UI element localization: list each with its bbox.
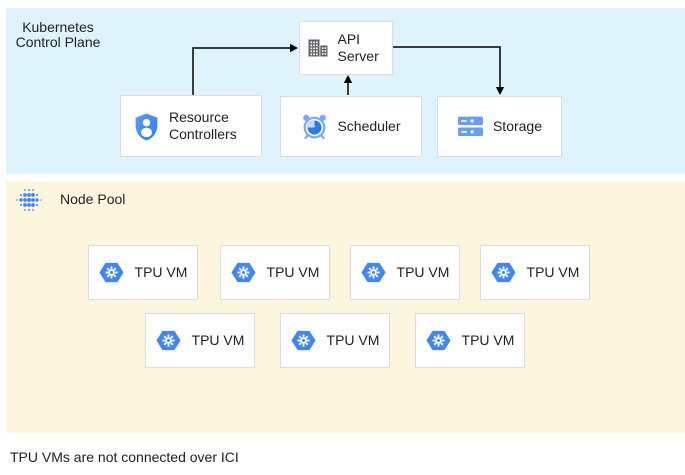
node-tpu-vm: TPU VM — [280, 313, 390, 368]
node-api-server: API Server — [299, 21, 393, 75]
storage-label: Storage — [492, 118, 543, 134]
node-tpu-vm: TPU VM — [415, 313, 525, 368]
tpu-vm-label: TPU VM — [191, 332, 245, 348]
building-icon — [307, 37, 329, 59]
tpu-hexagon-icon — [490, 261, 516, 284]
tpu-hexagon-icon — [425, 329, 451, 352]
api-server-label: API Server — [337, 31, 379, 64]
node-tpu-vm: TPU VM — [480, 245, 590, 300]
tpu-hexagon-icon — [290, 329, 316, 352]
tpu-vm-label: TPU VM — [526, 264, 580, 280]
node-tpu-vm: TPU VM — [88, 245, 198, 300]
tpu-hexagon-icon — [230, 261, 256, 284]
node-pool-region — [6, 181, 685, 433]
node-storage: Storage — [437, 96, 562, 157]
node-scheduler: Scheduler — [280, 96, 422, 157]
node-pool-label: Node Pool — [60, 191, 126, 207]
tpu-vm-label: TPU VM — [266, 264, 320, 280]
tpu-vm-label: TPU VM — [396, 264, 450, 280]
tpu-hexagon-icon — [98, 261, 124, 284]
tpu-hexagon-icon — [155, 329, 181, 352]
node-tpu-vm: TPU VM — [220, 245, 330, 300]
tpu-vm-label: TPU VM — [134, 264, 188, 280]
resource-controllers-label: Resource Controllers — [169, 109, 237, 142]
node-tpu-vm: TPU VM — [145, 313, 255, 368]
alarm-clock-icon — [301, 113, 328, 140]
tpu-vm-label: TPU VM — [326, 332, 380, 348]
diagram-caption: TPU VMs are not connected over ICI — [10, 449, 239, 465]
shield-user-icon — [133, 112, 160, 141]
node-tpu-vm: TPU VM — [350, 245, 460, 300]
control-plane-label: Kubernetes Control Plane — [15, 19, 101, 50]
node-resource-controllers: Resource Controllers — [120, 95, 262, 157]
storage-disks-icon — [457, 115, 484, 138]
tpu-vm-label: TPU VM — [461, 332, 515, 348]
tpu-hexagon-icon — [360, 261, 386, 284]
dot-grid-icon — [14, 186, 44, 214]
scheduler-label: Scheduler — [337, 118, 401, 134]
